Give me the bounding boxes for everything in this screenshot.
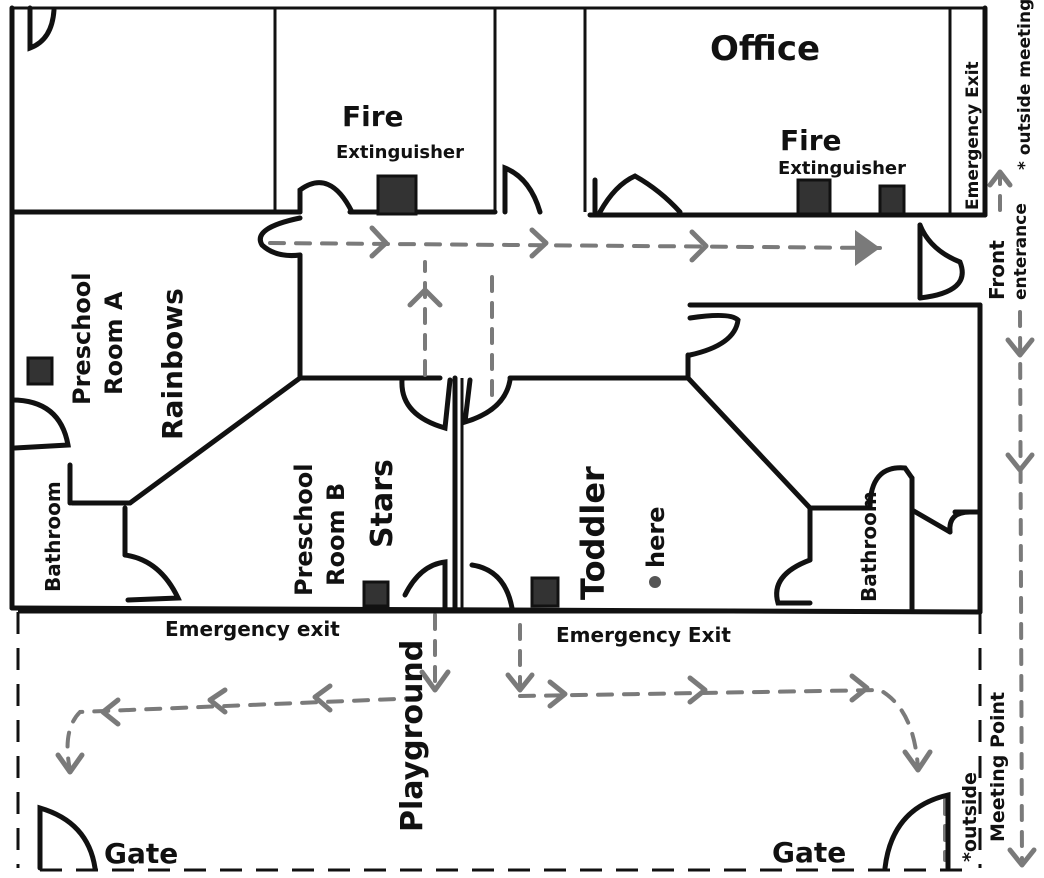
fire-extinguisher-icon	[26, 356, 54, 386]
route-arrow-icon	[1005, 337, 1035, 358]
route-arrow-icon	[55, 752, 85, 775]
door-emergency-left	[402, 559, 448, 611]
door-preschool-b	[399, 377, 453, 432]
gate-left-icon	[37, 804, 98, 871]
route-arrow-icon	[407, 287, 443, 308]
rainbows-label: Rainbows	[156, 288, 189, 440]
route-arrow-icon	[1007, 847, 1037, 868]
route-arrow-icon	[419, 669, 451, 693]
fire-extinguishers	[26, 174, 906, 608]
route-arrow-icon	[1005, 452, 1035, 473]
route-arrow-icon	[547, 679, 568, 709]
door-closet	[502, 164, 543, 215]
door-front-entrance	[917, 222, 965, 301]
route-arrow-icon	[369, 225, 389, 259]
emergency-exit-label: Emergency Exit	[556, 623, 731, 647]
door-fire-room	[297, 180, 355, 215]
door-bathroom-right-top	[867, 465, 915, 511]
preschool-a-label: Room A	[100, 291, 128, 395]
preschool-a-label: Preschool	[68, 272, 96, 405]
route-arrow-icon	[987, 169, 1013, 188]
route-arrow-icon	[505, 672, 535, 693]
room-labels: Office Fire Extinguisher Fire Extinguish…	[41, 0, 1035, 870]
route-arrowhead-icon	[855, 230, 880, 266]
meeting-dot-icon	[649, 576, 661, 588]
fire-extinguisher-icon	[530, 576, 560, 608]
door-hall-east	[687, 312, 741, 358]
emergency-exit-label: Emergency exit	[165, 617, 340, 641]
route-arrow-icon	[312, 683, 333, 713]
door-emergency-right	[469, 562, 515, 611]
door-office	[597, 173, 683, 215]
playground-fence	[16, 610, 982, 872]
playground-label: Playground	[395, 640, 430, 832]
route-arrow-icon	[689, 229, 709, 263]
door-toddler	[462, 377, 513, 426]
route-to-left-gate	[65, 696, 422, 772]
gate-label: Gate	[772, 836, 846, 869]
fire-extinguisher-label: Extinguisher	[336, 142, 464, 163]
emergency-exit-label: Emergency Exit	[963, 61, 983, 210]
route-to-right-gate	[518, 687, 920, 772]
bathroom-label: Bathroom	[857, 491, 881, 602]
route-arrow-icon	[207, 687, 228, 715]
evacuation-routes	[55, 169, 1037, 868]
building-walls	[9, 5, 988, 615]
route-arrow-icon	[849, 673, 870, 703]
bathroom-label: Bathroom	[41, 481, 65, 592]
outside-meeting-label: Meeting Point	[987, 692, 1009, 842]
route-arrow-icon	[529, 227, 549, 259]
doors	[9, 5, 973, 611]
preschool-b-label: Room B	[322, 483, 350, 586]
fire-extinguisher-icon	[796, 178, 832, 216]
stars-label: Stars	[365, 459, 400, 548]
route-outside-east	[1018, 310, 1024, 867]
door-bathroom-right-inner	[947, 509, 973, 535]
fire-extinguisher-label: Fire	[780, 124, 842, 157]
gate-label: Gate	[104, 837, 178, 870]
preschool-b-label: Preschool	[290, 463, 318, 596]
fire-extinguisher-icon	[376, 174, 418, 216]
office-label: Office	[710, 29, 820, 69]
outside-meeting-label: *outside	[959, 772, 981, 862]
route-arrow-icon	[902, 749, 933, 773]
toddler-label: Toddler	[574, 466, 612, 600]
route-arrow-icon	[100, 697, 121, 727]
route-arrow-icon	[687, 675, 708, 705]
here-label: here	[642, 507, 670, 568]
fire-extinguisher-icon	[362, 580, 390, 608]
fire-extinguisher-label: Extinguisher	[778, 158, 906, 179]
front-entrance-label: enterance	[1011, 203, 1031, 300]
door-top-left	[27, 5, 57, 52]
gate-right-icon	[882, 791, 951, 871]
door-preschool-a-exit	[9, 397, 71, 451]
fire-extinguisher-icon	[878, 184, 906, 216]
fire-extinguisher-label: Fire	[342, 100, 404, 133]
route-hallway	[268, 241, 882, 250]
outside-meeting-label: * outside meeting	[1015, 0, 1035, 170]
door-bathroom-right	[774, 557, 813, 606]
door-hall-west	[257, 215, 303, 258]
front-entrance-label: Front	[985, 240, 1009, 300]
door-bathroom-left	[122, 552, 182, 603]
